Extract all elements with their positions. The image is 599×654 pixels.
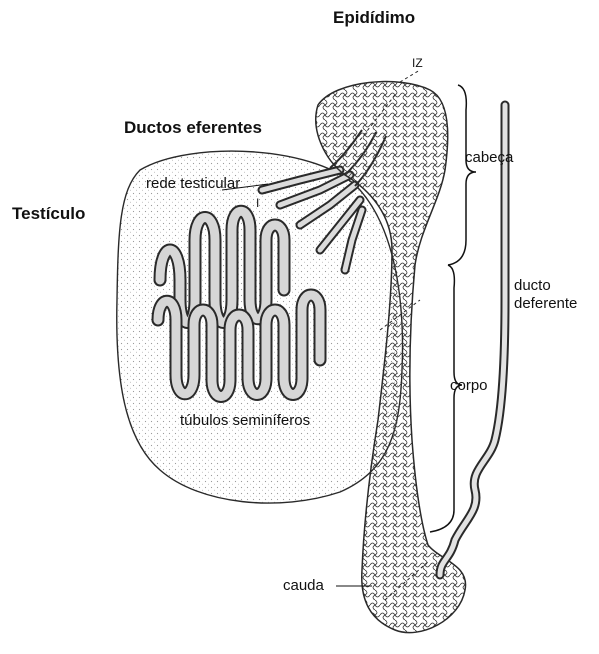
brace-corpo xyxy=(430,265,462,532)
label-ductos-eferentes: Ductos eferentes xyxy=(124,119,262,136)
label-ducto-deferente-line1: ducto xyxy=(514,278,551,293)
label-ducto-deferente-line2: deferente xyxy=(514,296,577,311)
label-corpo: corpo xyxy=(450,378,488,393)
label-cauda: cauda xyxy=(283,578,324,593)
label-iz-marker: IZ xyxy=(412,57,423,69)
label-rede-testicular: rede testicular xyxy=(146,176,240,191)
label-tubulos-seminiferos: túbulos seminíferos xyxy=(180,413,310,428)
label-testiculo: Testículo xyxy=(12,205,85,222)
vas-deferens xyxy=(440,105,505,575)
label-i-marker: I xyxy=(256,197,259,209)
label-cabeca: cabeça xyxy=(465,150,513,165)
brace-cabeca xyxy=(448,85,476,265)
label-epididimo: Epidídimo xyxy=(333,9,415,26)
